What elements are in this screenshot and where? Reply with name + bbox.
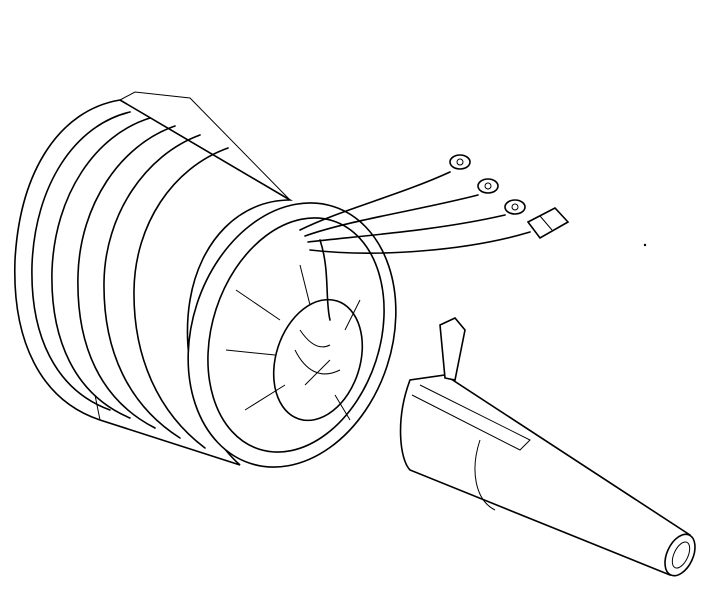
- motor-front-face: [187, 202, 397, 468]
- wire-harness: [299, 171, 531, 321]
- ring-terminal-1: [449, 154, 471, 170]
- drum-rib-5: [133, 147, 229, 449]
- drum-rib-4: [103, 134, 201, 439]
- ring-terminal-3: [504, 199, 526, 215]
- connector-plug: [526, 207, 570, 240]
- internal-wiring: [294, 329, 341, 386]
- ring-terminal-2: [477, 178, 499, 194]
- cone-cover: [399, 317, 696, 577]
- motor-drum: [14, 91, 293, 466]
- dot-mark: [643, 243, 647, 247]
- drum-rib-2: [51, 117, 151, 419]
- cone-hook: [439, 317, 466, 381]
- drum-rib-3: [77, 125, 176, 429]
- drum-rib-1: [31, 111, 131, 411]
- fan-vane: [225, 264, 361, 421]
